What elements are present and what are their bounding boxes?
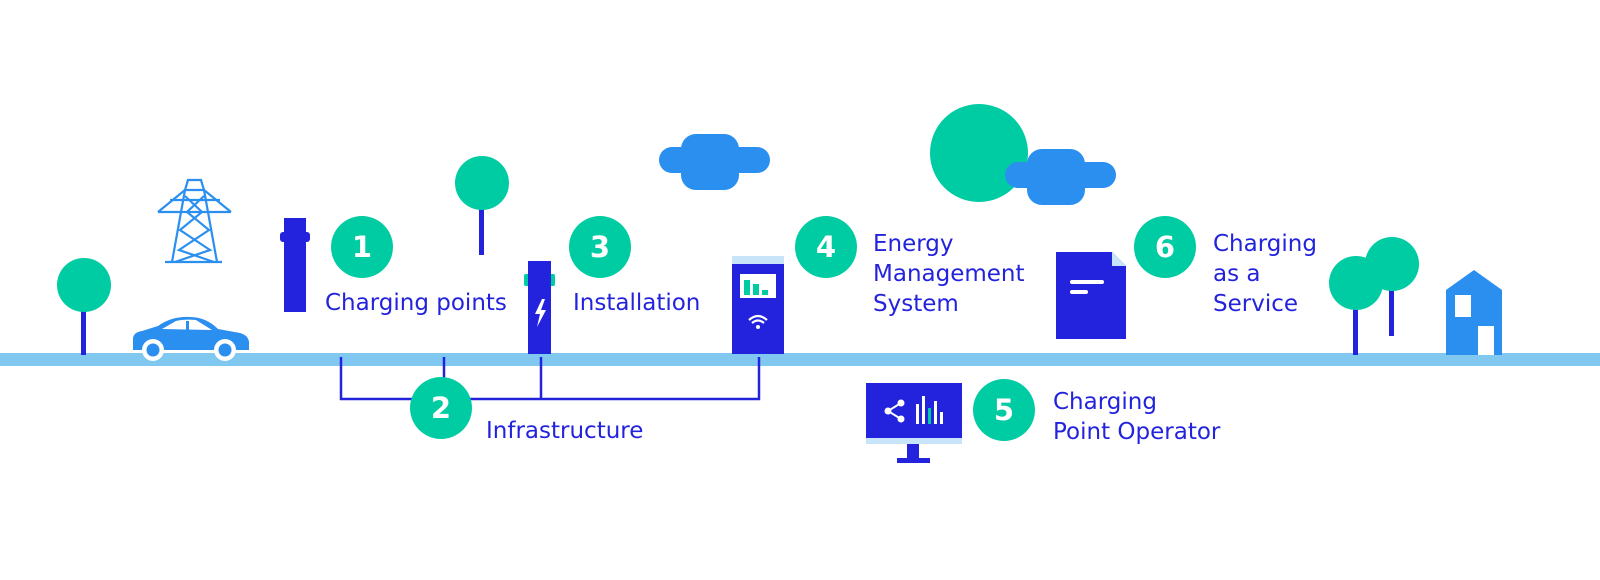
step-4-label: Energy Management System [873, 229, 1025, 319]
step-5-badge: 5 [973, 379, 1035, 441]
step-3-label-line: Installation [573, 290, 701, 316]
step-6-label-line: as a [1213, 261, 1261, 287]
monitor-analytics-icon [866, 383, 962, 463]
infrastructure-connectors [339, 357, 761, 401]
step-5-label-line: Charging [1053, 389, 1157, 415]
step-5-label: Charging Point Operator [1053, 387, 1220, 447]
tree-icon [930, 104, 1028, 202]
step-6-label-line: Charging [1213, 231, 1317, 257]
step-5-label-line: Point Operator [1053, 419, 1221, 445]
house-icon [1446, 270, 1502, 355]
document-icon [1056, 252, 1126, 339]
step-1-label: Charging points [325, 288, 507, 318]
step-4-label-line: System [873, 291, 959, 317]
tree-icon [1365, 237, 1419, 336]
power-pylon-icon [157, 178, 232, 264]
charging-post-icon [280, 218, 310, 312]
cloud-icon [1005, 149, 1116, 205]
tree-icon [455, 156, 509, 255]
step-2-badge: 2 [410, 377, 472, 439]
step-4-badge: 4 [795, 216, 857, 278]
step-4-label-line: Management [873, 261, 1025, 287]
step-3-label: Installation [573, 288, 700, 318]
step-6-label-line: Service [1213, 291, 1299, 317]
tree-icon [57, 258, 111, 355]
step-3-badge: 3 [569, 216, 631, 278]
step-1-label-line: Charging points [325, 290, 507, 316]
step-1-badge: 1 [331, 216, 393, 278]
wallbox-charger-icon [524, 261, 555, 354]
cloud-icon [659, 134, 770, 190]
step-2-label-line: Infrastructure [486, 418, 644, 444]
ground-line [0, 353, 1600, 366]
step-2-label: Infrastructure [486, 416, 643, 446]
energy-management-unit-icon [732, 256, 784, 354]
step-6-label: Charging as a Service [1213, 229, 1317, 319]
step-6-badge: 6 [1134, 216, 1196, 278]
step-4-label-line: Energy [873, 231, 954, 257]
electric-car-icon [133, 316, 249, 361]
